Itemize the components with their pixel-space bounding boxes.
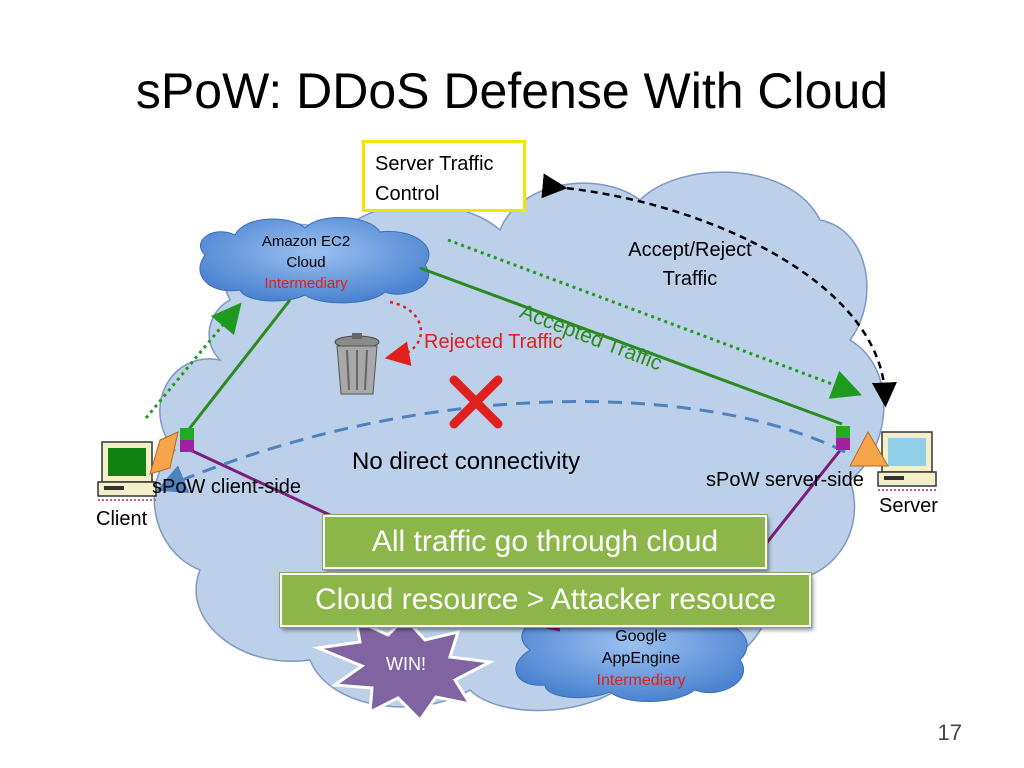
server-traffic-control-line1: Server Traffic (375, 153, 494, 175)
amazon-label: Amazon EC2 Cloud Intermediary (236, 231, 376, 294)
spow-server-label: sPoW server-side (706, 469, 864, 491)
amazon-line3: Intermediary (264, 275, 348, 292)
server-spow-device (849, 430, 889, 467)
client-node-purple (180, 440, 194, 452)
all-traffic-text: All traffic go through cloud (371, 525, 719, 558)
all-traffic-box: All traffic go through cloud (323, 515, 767, 569)
dotted-green-arrow-server (447, 238, 863, 399)
server-computer-icon (877, 431, 937, 491)
server-label: Server (879, 495, 938, 517)
cloud-resource-box: Cloud resource > Attacker resouce (280, 573, 811, 627)
google-label: Google AppEngine Intermediary (556, 626, 726, 692)
no-direct-arc (156, 400, 846, 494)
amazon-cloud (199, 217, 430, 304)
win-label: WIN! (386, 654, 426, 674)
server-traffic-control-line2: Control (375, 183, 440, 205)
client-label: Client (96, 508, 148, 530)
accept-reject-line2: Traffic (662, 268, 718, 290)
accept-reject-line1: Accept/Reject (628, 239, 752, 261)
client-spow-device (149, 431, 179, 475)
google-line1: Google (615, 628, 667, 645)
amazon-line1: Amazon EC2 (261, 233, 351, 250)
slide-title: sPoW: DDoS Defense With Cloud (135, 63, 889, 119)
spow-client-label: sPoW client-side (152, 476, 301, 498)
server-traffic-control-box: Server Traffic Control (362, 140, 526, 212)
google-line2: AppEngine (601, 650, 681, 667)
cloud-resource-text: Cloud resource > Attacker resouce (314, 583, 777, 616)
accept-reject-arrow (541, 173, 897, 408)
server-node-purple (836, 438, 850, 450)
green-line-client-amazon (184, 299, 292, 434)
win-starburst (312, 615, 496, 723)
accept-reject-label: Accept/Reject Traffic (595, 236, 785, 294)
red-x-icon (449, 375, 503, 429)
server-node-green (836, 426, 850, 438)
purple-line-server (763, 447, 844, 546)
amazon-line2: Cloud (286, 254, 326, 271)
no-direct-label: No direct connectivity (352, 448, 581, 475)
rejected-traffic-label: Rejected Traffic (424, 331, 563, 353)
trash-can-icon (334, 333, 380, 395)
client-computer-icon (97, 441, 157, 501)
purple-line-client (185, 446, 331, 517)
page-number: 17 (937, 720, 962, 745)
client-node-green (180, 428, 194, 440)
dotted-green-arrow-client (144, 302, 242, 419)
google-line3: Intermediary (596, 672, 686, 689)
rejected-arrow (384, 300, 423, 367)
